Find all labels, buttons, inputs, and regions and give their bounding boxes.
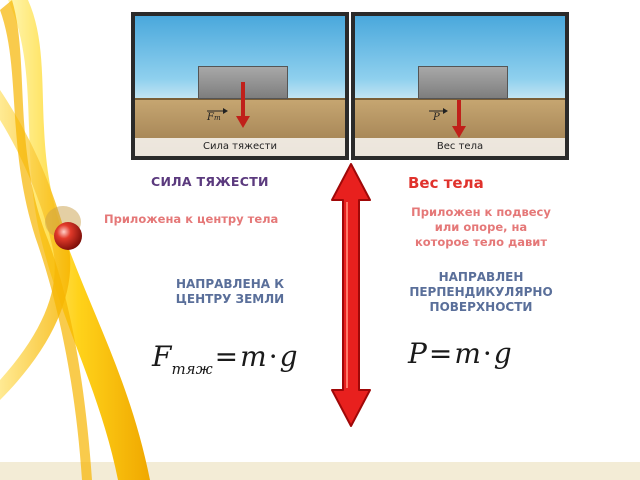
gravity-force-label: Fт <box>207 112 221 123</box>
weight-applied-line: или опоре, на <box>434 220 528 234</box>
ground-surface <box>355 98 565 100</box>
double-arrow-icon <box>331 163 371 427</box>
weight-applied-line: Приложен к подвесу <box>411 205 551 219</box>
gravity-applied-point: Приложена к центру тела <box>104 212 279 226</box>
weight-picture: P Вес тела <box>351 12 569 160</box>
weight-direction-line: ПОВЕРХНОСТИ <box>429 300 533 314</box>
ground-surface <box>135 98 345 100</box>
gravity-direction-line: НАПРАВЛЕНА К <box>175 277 285 291</box>
weight-heading: Вес тела <box>408 174 484 192</box>
yellow-ribbon-thin <box>0 90 71 400</box>
block <box>418 66 508 99</box>
weight-caption: Вес тела <box>355 138 565 156</box>
weight-direction-line: НАПРАВЛЕН <box>438 270 524 284</box>
weight-scene: P Вес тела <box>355 16 565 156</box>
weight-applied-point: Приложен к подвесу или опоре, на которое… <box>376 205 586 250</box>
gravity-force-arrow-icon <box>207 82 250 128</box>
gravity-heading: СИЛА ТЯЖЕСТИ <box>151 174 269 189</box>
weight-direction: НАПРАВЛЕН ПЕРПЕНДИКУЛЯРНО ПОВЕРХНОСТИ <box>376 270 586 315</box>
red-bead <box>54 222 82 250</box>
gravity-direction-line: ЦЕНТРУ ЗЕМЛИ <box>175 292 285 306</box>
weight-applied-line: которое тело давит <box>414 235 548 249</box>
orange-ribbon <box>0 0 92 480</box>
yellow-ribbon <box>8 0 150 480</box>
gravity-direction: НАПРАВЛЕНА К ЦЕНТРУ ЗЕМЛИ <box>150 277 310 307</box>
gravity-scene: Fт Сила тяжести <box>135 16 345 156</box>
weight-direction-line: ПЕРПЕНДИКУЛЯРНО <box>409 285 553 299</box>
gravity-formula: Fтяж=m·g <box>152 340 298 378</box>
weight-formula: P=m·g <box>408 337 512 370</box>
gravity-caption: Сила тяжести <box>135 138 345 156</box>
weight-force-arrow-icon <box>429 100 466 138</box>
bottom-strip <box>0 462 640 480</box>
weight-force-label: P <box>433 112 440 123</box>
gravity-picture: Fт Сила тяжести <box>131 12 349 160</box>
